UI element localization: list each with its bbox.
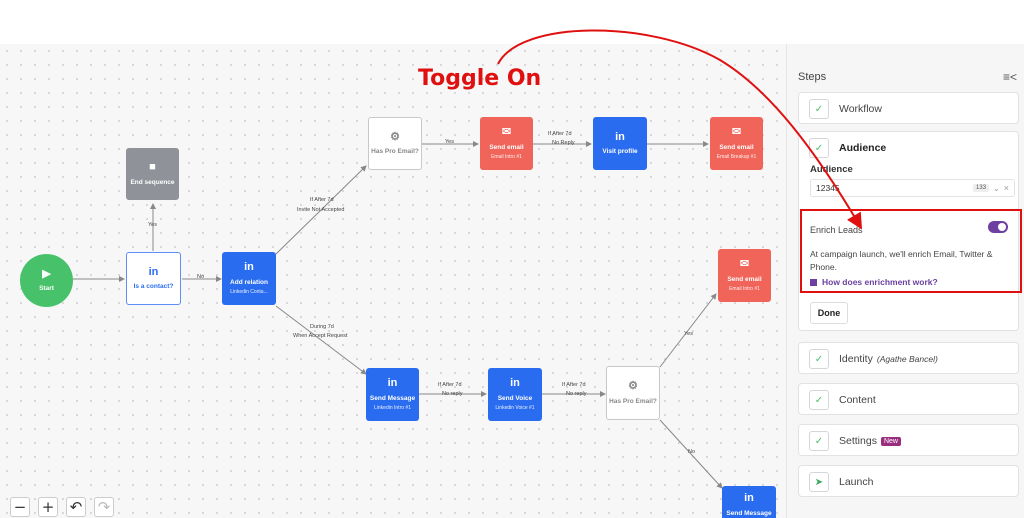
edge-label: Invite Not Accepted [297, 207, 345, 213]
check-icon: ✓ [809, 431, 829, 451]
done-button[interactable]: Done [810, 302, 848, 324]
linkedin-icon: in [387, 377, 398, 390]
book-icon [810, 278, 817, 286]
undo-button[interactable]: ↶ [66, 497, 86, 517]
edge-label: No [197, 274, 205, 280]
step-launch[interactable]: ➤ Launch [798, 465, 1019, 497]
workflow-canvas[interactable]: ▶ Start in Is a contact? ■ End sequence … [0, 44, 786, 518]
check-icon: ✓ [809, 99, 829, 119]
mail-icon: ✉ [739, 258, 750, 271]
edge-label: No reply [566, 391, 587, 397]
zoom-in-button[interactable]: + [38, 497, 58, 517]
zoom-out-button[interactable]: − [10, 497, 30, 517]
check-icon: ✓ [809, 390, 829, 410]
visit-profile-node[interactable]: in Visit profile [593, 117, 647, 170]
edge-label: Yes [445, 139, 454, 145]
edge-label: When Accept Request [293, 333, 348, 339]
has-pro-email-node-top[interactable]: ⚙ Has Pro Email? [368, 117, 422, 170]
edge-label: If After 7d [310, 197, 334, 203]
linkedin-icon: in [615, 130, 625, 143]
edge-label: During 7d [310, 324, 334, 330]
stop-icon: ■ [149, 161, 156, 174]
edge-label: No [688, 449, 696, 455]
send-email-node-3[interactable]: ✉ Send email Email Intro #1 [718, 249, 771, 302]
edge-label: If After 7d [548, 131, 572, 137]
send-icon: ➤ [809, 472, 829, 492]
edge-label: If After 7d [562, 382, 586, 388]
edge-label: Yes [148, 222, 157, 228]
edge-label: No reply [442, 391, 463, 397]
send-message-node[interactable]: in Send Message Linkedin Intro #1 [366, 368, 419, 421]
chevron-down-icon[interactable]: ⌄ [993, 183, 1000, 193]
linkedin-icon: in [244, 261, 254, 274]
check-icon: ✓ [809, 138, 829, 158]
enrich-leads-label: Enrich Leads [810, 225, 863, 235]
check-icon: ✓ [809, 349, 829, 369]
new-badge: New [880, 436, 901, 446]
send-voice-node[interactable]: in Send Voice Linkedin Voice #1 [488, 368, 542, 421]
audience-select[interactable]: 12345 133 ⌄ × [810, 179, 1015, 197]
add-relation-node[interactable]: in Add relation Linkedin Conta... [222, 252, 276, 305]
linkedin-icon: in [510, 377, 520, 390]
step-label: Launch [839, 476, 874, 488]
annotation-label: Toggle On [418, 66, 542, 91]
step-label: Content [839, 394, 876, 406]
workflow-connectors [73, 141, 723, 489]
send-message-node-2[interactable]: in Send Message [722, 486, 776, 518]
steps-title: Steps [798, 71, 827, 83]
end-sequence-node[interactable]: ■ End sequence [126, 148, 179, 200]
edge-label: Yes [684, 331, 693, 337]
top-bar [0, 0, 1024, 44]
step-label: Audience [839, 142, 887, 154]
enrichment-help-link[interactable]: How does enrichment work? [810, 277, 938, 287]
highlight-box [800, 209, 1022, 293]
collapse-panel-icon[interactable]: ≡< [1002, 70, 1017, 84]
condition-icon: ⚙ [628, 380, 638, 393]
condition-icon: ⚙ [390, 130, 400, 143]
enrich-leads-toggle[interactable] [988, 221, 1008, 233]
step-content[interactable]: ✓ Content [798, 383, 1019, 415]
mail-icon: ✉ [501, 126, 512, 139]
redo-button[interactable]: ↷ [94, 497, 114, 517]
linkedin-icon: in [744, 492, 754, 504]
has-pro-email-node-bottom[interactable]: ⚙ Has Pro Email? [606, 366, 660, 420]
edge-label: If After 7d [438, 382, 462, 388]
audience-count-badge: 133 [973, 184, 990, 192]
step-label: Identity [839, 353, 873, 365]
enrich-description: At campaign launch, we'll enrich Email, … [810, 249, 993, 273]
play-icon: ▶ [42, 267, 51, 280]
help-link-label: How does enrichment work? [822, 277, 938, 287]
linkedin-icon: in [148, 265, 159, 278]
send-email-node-1[interactable]: ✉ Send email Email Intro #1 [480, 117, 533, 170]
send-email-node-2[interactable]: ✉ Send email Email Breakup #1 [710, 117, 763, 170]
edge-label: No Reply [552, 140, 575, 146]
step-label: Workflow [839, 103, 882, 115]
start-node[interactable]: ▶ Start [20, 254, 73, 307]
is-contact-node[interactable]: in Is a contact? [126, 252, 181, 305]
clear-icon[interactable]: × [1003, 183, 1009, 193]
mail-icon: ✉ [731, 126, 742, 139]
step-identity[interactable]: ✓ Identity(Agathe Bancel) [798, 342, 1019, 374]
identity-detail: (Agathe Bancel) [876, 354, 938, 364]
step-workflow[interactable]: ✓ Workflow [798, 92, 1019, 124]
audience-label: Audience [810, 164, 853, 175]
step-label: Settings [839, 435, 877, 447]
canvas-controls: − + ↶ ↷ [10, 497, 114, 517]
audience-value: 12345 [816, 183, 840, 193]
